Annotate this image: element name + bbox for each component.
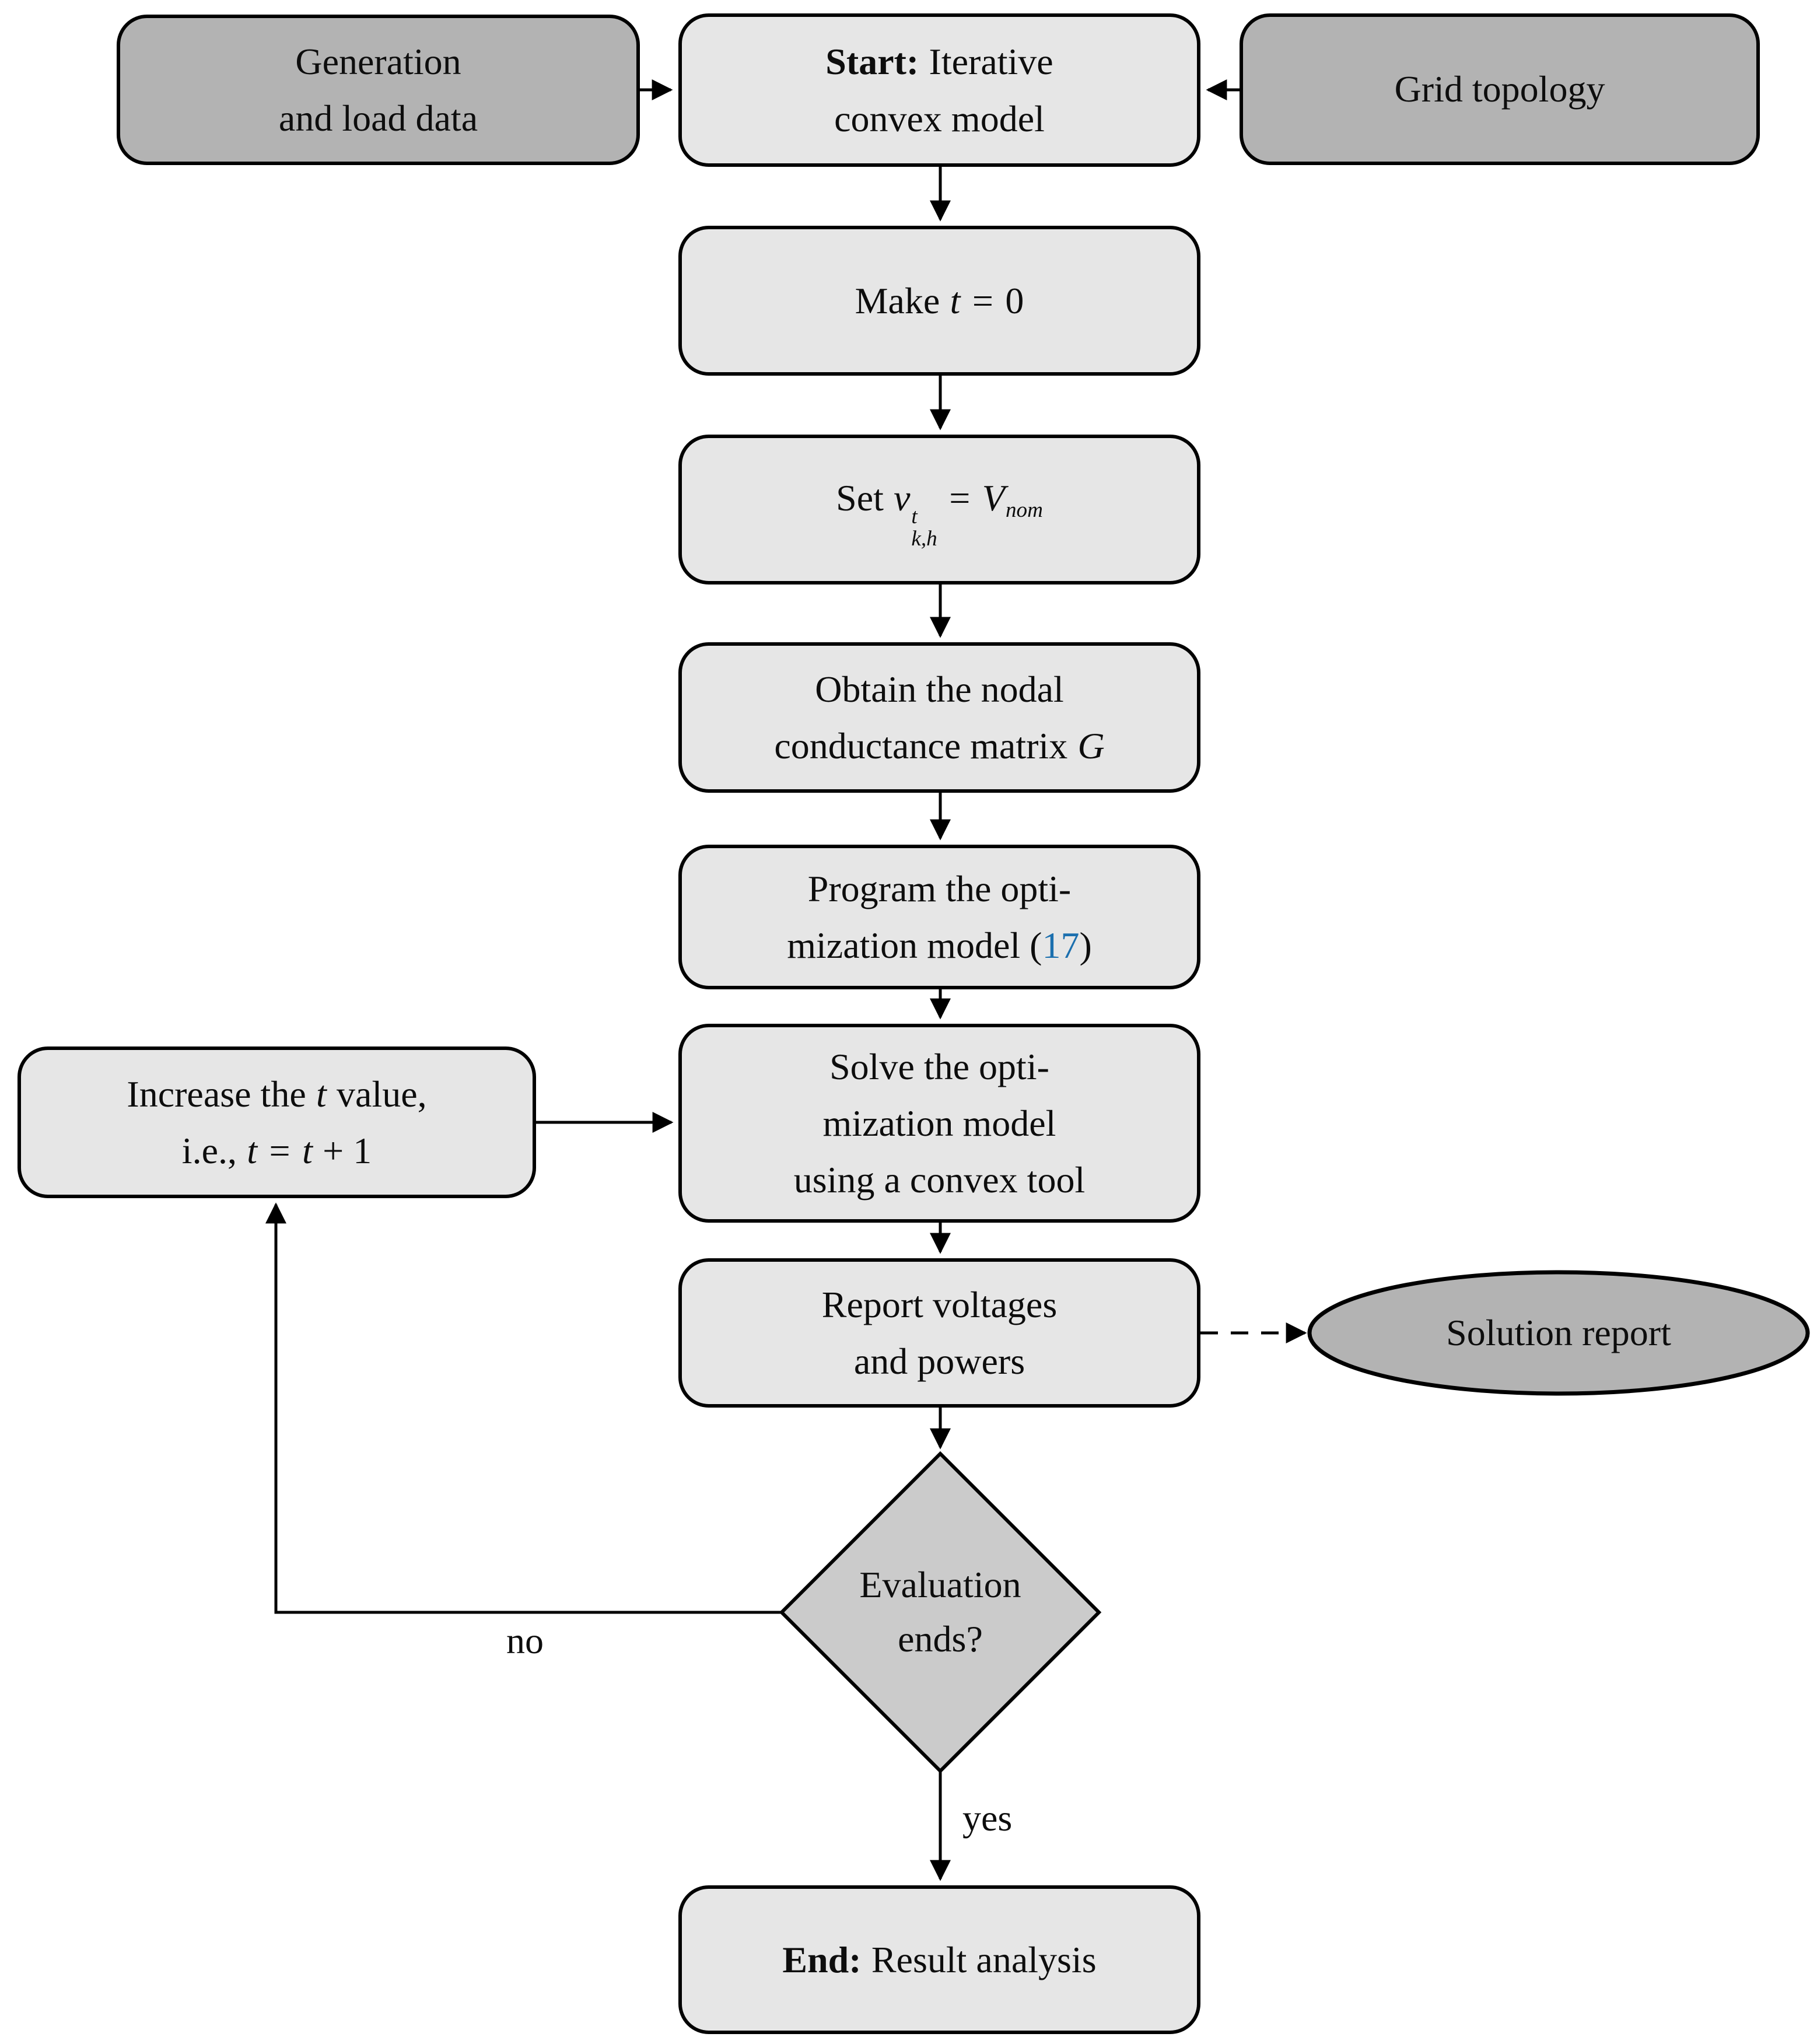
program-line2-prefix: mization model (	[787, 925, 1042, 966]
set-value-subscript: nom	[1005, 498, 1043, 522]
make-var-t: t	[950, 279, 961, 321]
equation-17-reference-link[interactable]: 17	[1042, 925, 1080, 966]
increase-line1-suffix: value,	[337, 1073, 427, 1115]
make-equals: =	[972, 279, 993, 321]
increase-equals: =	[269, 1130, 290, 1171]
increase-var-t-3: t	[302, 1130, 313, 1171]
increase-line1-prefix: Increase the	[127, 1073, 306, 1115]
start-bold-label: Start:	[825, 41, 919, 83]
set-var-v: v	[894, 477, 911, 519]
obtain-line1: Obtain the nodal	[815, 668, 1064, 710]
obtain-var-g: G	[1077, 725, 1105, 766]
set-subscript: k,h	[911, 526, 937, 551]
set-superscript: t	[911, 504, 918, 528]
generation-line1: Generation	[295, 40, 461, 82]
increase-var-t-1: t	[316, 1073, 327, 1115]
solution-report-label: Solution report	[1446, 1311, 1671, 1353]
program-line2-suffix: )	[1079, 925, 1092, 966]
increase-line2: i.e.,t=t+ 1	[182, 1122, 372, 1179]
decision-diamond-shape	[779, 1451, 1102, 1774]
make-prefix: Make	[855, 279, 940, 321]
end-rest: Result analysis	[871, 1938, 1097, 1980]
solution-report-ellipse-shape	[1307, 1270, 1810, 1396]
node-end-result-analysis: End:Result analysis	[678, 1885, 1200, 2034]
start-line1-rest: Iterative	[929, 41, 1053, 83]
edge-decision-no-to-increase	[265, 1202, 782, 1614]
increase-var-t-2: t	[247, 1130, 258, 1171]
set-value-v: V	[982, 477, 1005, 519]
solve-line3: using a convex tool	[793, 1159, 1086, 1201]
increase-ie: i.e.,	[181, 1130, 237, 1171]
report-line2: and powers	[853, 1340, 1025, 1382]
set-prefix: Set	[836, 477, 884, 519]
node-start: Start:Iterative convex model	[678, 13, 1200, 167]
end-line: End:Result analysis	[782, 1931, 1096, 1988]
edge-label-yes: yes	[962, 1797, 1013, 1839]
edge-label-no: no	[506, 1620, 544, 1661]
end-bold-label: End:	[782, 1938, 862, 1980]
node-decision-evaluation-ends: Evaluation ends?	[782, 1454, 1099, 1771]
make-zero: 0	[1005, 279, 1024, 321]
generation-line2: and load data	[278, 97, 478, 139]
node-generation-and-load-data: Generation and load data	[117, 15, 640, 165]
decision-line2: ends?	[898, 1618, 983, 1660]
node-solve-optimization-model: Solve the opti- mization model using a c…	[678, 1024, 1200, 1223]
obtain-line2-text: conductance matrix	[774, 725, 1068, 766]
node-solution-report: Solution report	[1311, 1273, 1807, 1393]
node-grid-topology: Grid topology	[1240, 13, 1760, 165]
report-line1: Report voltages	[821, 1283, 1058, 1325]
decision-line1: Evaluation	[859, 1564, 1021, 1606]
grid-topology-label: Grid topology	[1394, 68, 1605, 110]
set-equals: =	[949, 477, 971, 519]
program-line1: Program the opti-	[807, 867, 1072, 909]
start-line1: Start:Iterative	[825, 33, 1053, 90]
start-line2: convex model	[834, 97, 1045, 139]
solve-line1: Solve the opti-	[829, 1045, 1049, 1087]
node-program-optimization-model: Program the opti- mization model (17)	[678, 845, 1200, 989]
node-report-voltages-powers: Report voltages and powers	[678, 1258, 1200, 1408]
program-line2: mization model (17)	[787, 917, 1092, 974]
increase-plus-one: + 1	[323, 1130, 372, 1171]
solve-line2: mization model	[822, 1102, 1056, 1144]
